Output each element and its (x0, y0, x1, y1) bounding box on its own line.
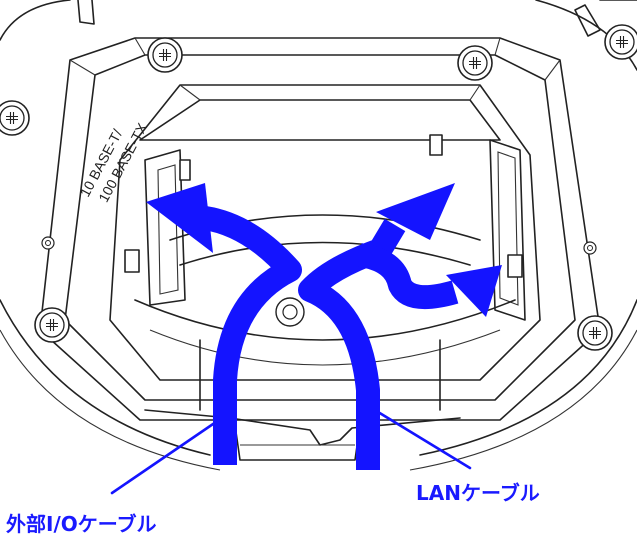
screw-icon (34, 307, 70, 343)
io-cable-leader (110, 420, 218, 495)
screw-icon (147, 37, 183, 73)
screw-icon (577, 315, 613, 351)
screw-icon (457, 45, 493, 81)
lan-cable-leader (376, 410, 472, 470)
io-cable-label: 外部I/Oケーブル (6, 512, 157, 536)
screw-icon (0, 100, 30, 136)
nub-icon (41, 236, 55, 250)
io-cable-path (146, 183, 302, 465)
housing-outline (0, 0, 637, 471)
lan-cable-label: LANケーブル (416, 481, 540, 505)
lan-cable-path (298, 183, 502, 470)
screw-icon (604, 24, 637, 60)
nub-icon (583, 241, 597, 255)
